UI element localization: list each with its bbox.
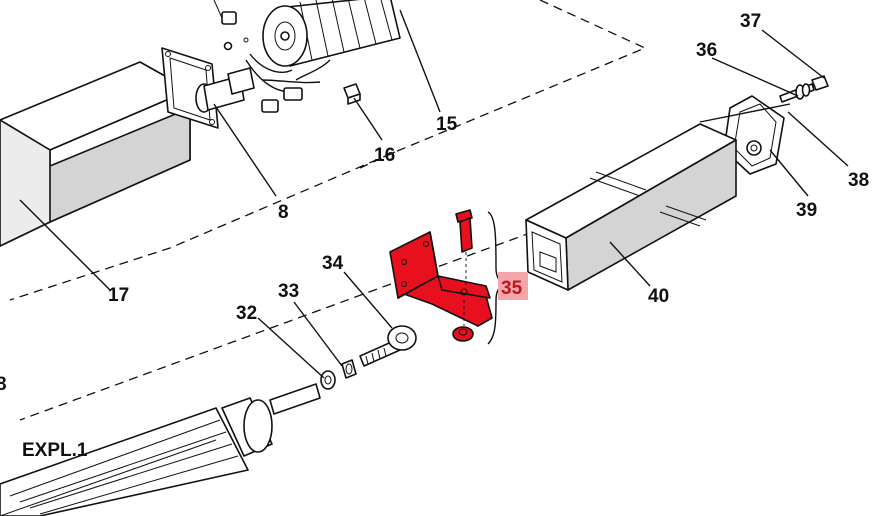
label-34: 34 — [322, 253, 344, 274]
part-34-eye-bolt — [359, 325, 417, 367]
expl-1-actuator-ram — [0, 383, 321, 516]
label-39: 39 — [796, 200, 817, 221]
label-32: 32 — [236, 303, 257, 324]
part-15-motor — [227, 0, 401, 113]
label-37: 37 — [740, 11, 761, 32]
leader-lines — [19, 9, 849, 379]
assembly-guide-lines — [9, 0, 647, 421]
label-16: 16 — [374, 145, 395, 166]
part-17-housing-tube — [0, 61, 191, 247]
label-15: 15 — [436, 114, 458, 135]
label-edge-8: 8 — [0, 374, 7, 395]
callout-labels: 15 16 8 17 37 36 38 39 40 34 33 32 35 EX… — [0, 11, 869, 461]
label-36: 36 — [696, 40, 717, 61]
label-expl-1: EXPL.1 — [22, 440, 88, 461]
part-16-connector — [343, 83, 361, 105]
label-38: 38 — [848, 170, 869, 191]
label-40: 40 — [648, 286, 669, 307]
part-32-washer — [320, 370, 336, 390]
part-36-38-bolt-washers — [779, 75, 829, 103]
part-39-end-cap — [699, 95, 791, 175]
small-hardware-top — [213, 0, 249, 51]
label-35-highlight — [498, 272, 528, 300]
label-8: 8 — [278, 202, 289, 223]
label-35: 35 — [501, 278, 523, 299]
part-33-nut — [341, 359, 357, 379]
part-35-bracket — [389, 209, 493, 342]
label-17: 17 — [108, 285, 129, 306]
label-33: 33 — [278, 281, 299, 302]
part-40-profile-tube — [525, 123, 737, 291]
